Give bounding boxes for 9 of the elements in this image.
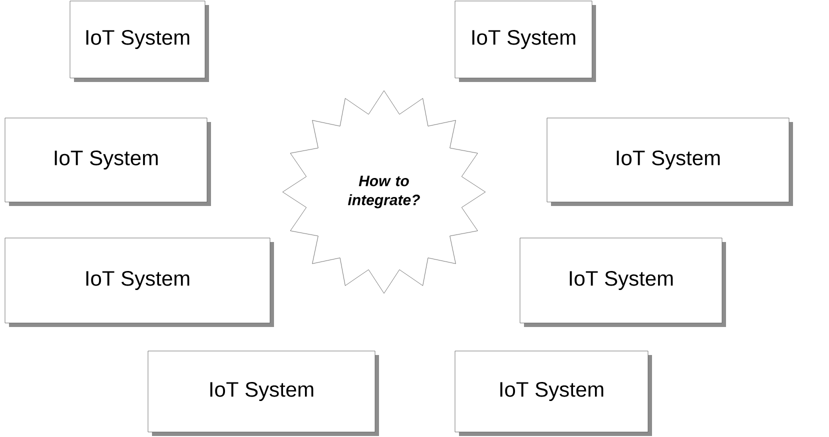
system-box: IoT System xyxy=(148,350,379,436)
system-box: IoT System xyxy=(70,0,209,82)
system-box: IoT System xyxy=(454,0,596,82)
system-box: IoT System xyxy=(520,238,726,327)
system-box: IoT System xyxy=(4,238,274,327)
system-box: IoT System xyxy=(546,118,793,206)
system-box: IoT System xyxy=(454,350,652,436)
star-burst: How to integrate? xyxy=(282,90,486,294)
system-box: IoT System xyxy=(4,118,211,206)
